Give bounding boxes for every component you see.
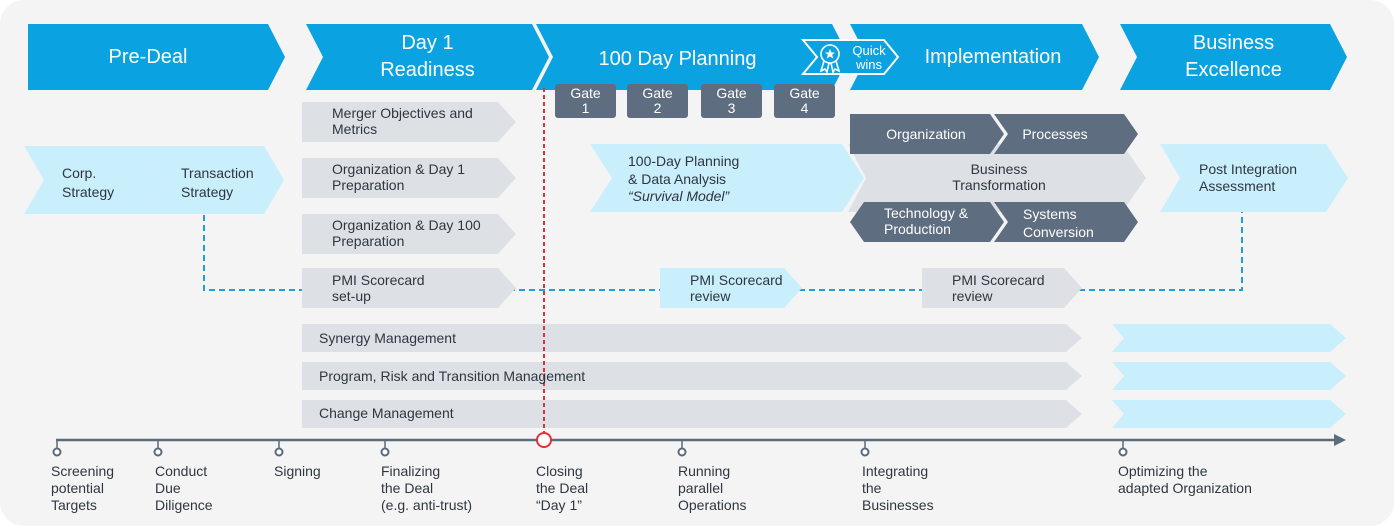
stream-synergy-continuation	[1112, 324, 1346, 352]
marker-due-diligence	[153, 447, 163, 457]
change-management-label: Change Management	[319, 405, 454, 421]
timeline-label-due-diligence: Conduct Due Diligence	[155, 463, 213, 513]
timeline-markers	[52, 447, 1128, 457]
gate-1-label: Gate 1	[570, 85, 601, 116]
step-100-day-data-analysis	[590, 144, 864, 212]
marker-signing	[274, 447, 284, 457]
step-pmi-review-2	[922, 268, 1082, 308]
phase-label-100-day-planning: 100 Day Planning	[598, 47, 757, 70]
stream-program-risk-continuation	[1112, 362, 1346, 390]
phase-100-day-planning	[536, 24, 849, 90]
timeline-label-closing: Closing the Deal “Day 1”	[536, 463, 589, 513]
systems-conversion-label: Systems Conversion	[1023, 206, 1094, 240]
pmi-review-2-label: PMI Scorecard review	[952, 272, 1045, 304]
marker-optimizing	[1118, 447, 1128, 457]
phase-pre-deal	[28, 24, 285, 90]
step-corp-strategy	[24, 146, 164, 214]
gate-4-box	[774, 84, 835, 118]
step-transaction-strategy	[144, 146, 284, 214]
organization-label: Organization	[886, 126, 966, 142]
timeline-label-running-parallel: Running parallel Operations	[678, 463, 747, 513]
quick-wins-label: Quick wins	[852, 43, 886, 72]
stream-program-risk-bar	[302, 362, 1082, 390]
step-technology-production	[850, 202, 1004, 242]
step-pmi-review-1	[660, 268, 802, 308]
program-risk-label: Program, Risk and Transition Management	[319, 368, 586, 384]
transaction-strategy-label: Transaction Strategy	[181, 165, 254, 200]
award-ribbon-icon	[819, 44, 841, 75]
org-day100-label: Organization & Day 100 Preparation	[332, 217, 481, 249]
step-org-day100	[302, 214, 516, 254]
gate-3-label: Gate 3	[716, 85, 747, 116]
phase-label-pre-deal: Pre-Deal	[108, 45, 188, 68]
merger-objectives-label: Merger Objectives and Metrics	[332, 105, 473, 137]
phase-day1-readiness	[306, 24, 549, 90]
phase-label-day1-readiness: Day 1 Readiness	[380, 32, 475, 81]
quick-wins-chevron	[800, 39, 900, 75]
timeline-label-screening: Screening potential Targets	[51, 463, 115, 513]
gate-1-box	[555, 84, 616, 118]
step-business-transformation	[848, 144, 1146, 212]
marker-integrating	[860, 447, 870, 457]
survival-model-label: “Survival Model”	[628, 188, 730, 204]
timeline-label-finalizing: Finalizing the Deal (e.g. anti-trust)	[381, 463, 473, 513]
gate-2-box	[627, 84, 688, 118]
phase-business-excellence	[1120, 24, 1347, 90]
timeline-label-signing: Signing	[274, 463, 321, 479]
marker-finalizing	[380, 447, 390, 457]
corp-strategy-label: Corp. Strategy	[62, 165, 115, 200]
pmi-setup-label: PMI Scorecard set-up	[332, 272, 425, 304]
phase-implementation	[850, 24, 1099, 90]
timeline-label-optimizing: Optimizing the adapted Organization	[1118, 463, 1252, 496]
step-merger-objectives	[302, 102, 516, 142]
marker-closing	[536, 432, 552, 448]
step-org-day1	[302, 158, 516, 198]
step-systems-conversion	[994, 202, 1138, 242]
phase-label-business-excellence: Business Excellence	[1185, 32, 1282, 81]
processes-label: Processes	[1022, 126, 1088, 142]
stream-synergy-bar	[302, 324, 1082, 352]
synergy-management-label: Synergy Management	[319, 330, 456, 346]
post-integration-label: Post Integration Assessment	[1199, 161, 1298, 194]
phase-label-implementation: Implementation	[924, 45, 1062, 68]
pmi-review-1-label: PMI Scorecard review	[690, 272, 783, 304]
step-post-integration	[1160, 144, 1348, 212]
technology-production-label: Technology & Production	[884, 205, 969, 237]
gate-3-box	[701, 84, 762, 118]
stream-change-bar	[302, 400, 1082, 428]
gate-2-label: Gate 2	[642, 85, 673, 116]
marker-running-parallel	[677, 447, 687, 457]
gate-4-label: Gate 4	[789, 85, 820, 116]
marker-screening	[52, 447, 62, 457]
data-analysis-line2: & Data Analysis	[628, 171, 727, 187]
step-processes	[994, 114, 1138, 154]
timeline-label-integrating: Integrating the Businesses	[862, 463, 934, 513]
step-pmi-setup	[302, 268, 516, 308]
timeline-arrowhead	[1334, 434, 1346, 446]
business-transformation-label: Business Transformation	[952, 161, 1046, 193]
data-analysis-line1: 100-Day Planning	[628, 153, 740, 169]
stream-change-continuation	[1112, 400, 1346, 428]
org-day1-label: Organization & Day 1 Preparation	[332, 161, 466, 193]
step-organization	[850, 114, 1004, 154]
